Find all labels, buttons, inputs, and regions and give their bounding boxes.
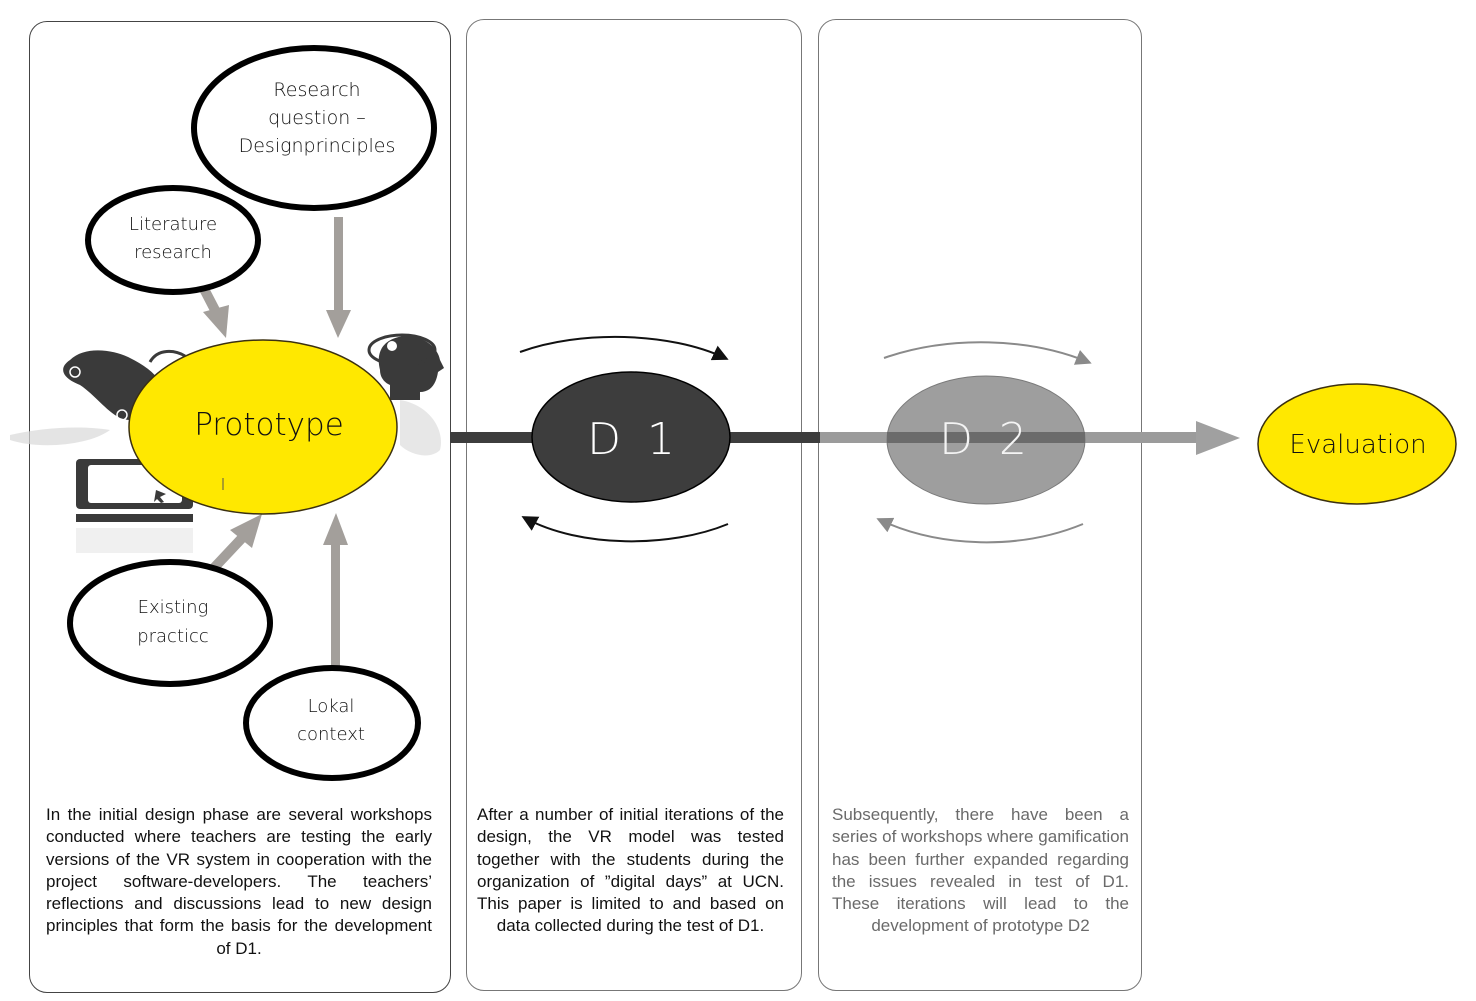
prototype-node: Prototype	[128, 339, 398, 515]
d1-iteration-arrow-top	[519, 335, 729, 361]
lokal-context-node: Lokal context	[243, 665, 421, 781]
d2-iteration-arrow-bottom	[876, 517, 1084, 544]
d2-label: D 2	[939, 414, 1033, 465]
prototype-label: Prototype	[194, 407, 344, 443]
research-question-label-3: Designprinciples	[239, 135, 396, 157]
flow-arrowhead	[1196, 421, 1240, 455]
head-idea-icon	[367, 333, 444, 456]
lokal-label-2: context	[297, 724, 365, 745]
research-question-label-1: Research	[273, 79, 360, 101]
arrow-from-research-question	[326, 217, 351, 338]
d1-label: D 1	[587, 414, 681, 465]
literature-label-2: research	[134, 242, 212, 263]
phase-3-panel	[818, 19, 1142, 991]
phase-1-panel	[29, 21, 451, 993]
research-question-node: Research question – Designprinciples	[191, 45, 437, 211]
d2-node: D 2	[886, 375, 1086, 505]
lokal-label-1: Lokal	[308, 696, 355, 717]
arrow-from-literature	[198, 284, 229, 338]
d2-iteration-arrow-top	[883, 341, 1092, 365]
phase-2-panel	[466, 19, 802, 991]
literature-research-node: Literature research	[85, 185, 261, 295]
existing-practice-node: Existing practicc	[67, 559, 273, 687]
d1-node: D 1	[531, 371, 731, 503]
phase-1-caption: In the initial design phase are several …	[46, 805, 432, 958]
phase-3-caption: Subsequently, there have been a series o…	[832, 805, 1129, 936]
existing-label-2: practicc	[137, 626, 209, 647]
literature-label-1: Literature	[129, 214, 217, 235]
arrow-from-lokal-context	[323, 513, 348, 670]
d1-iteration-arrow-bottom	[521, 516, 729, 543]
research-question-label-2: question –	[268, 107, 366, 129]
arrow-from-existing-practice	[208, 514, 262, 574]
evaluation-node: Evaluation	[1257, 383, 1457, 505]
evaluation-label: Evaluation	[1289, 430, 1426, 460]
existing-label-1: Existing	[138, 597, 209, 618]
phase-2-caption: After a number of initial iterations of …	[477, 805, 784, 936]
